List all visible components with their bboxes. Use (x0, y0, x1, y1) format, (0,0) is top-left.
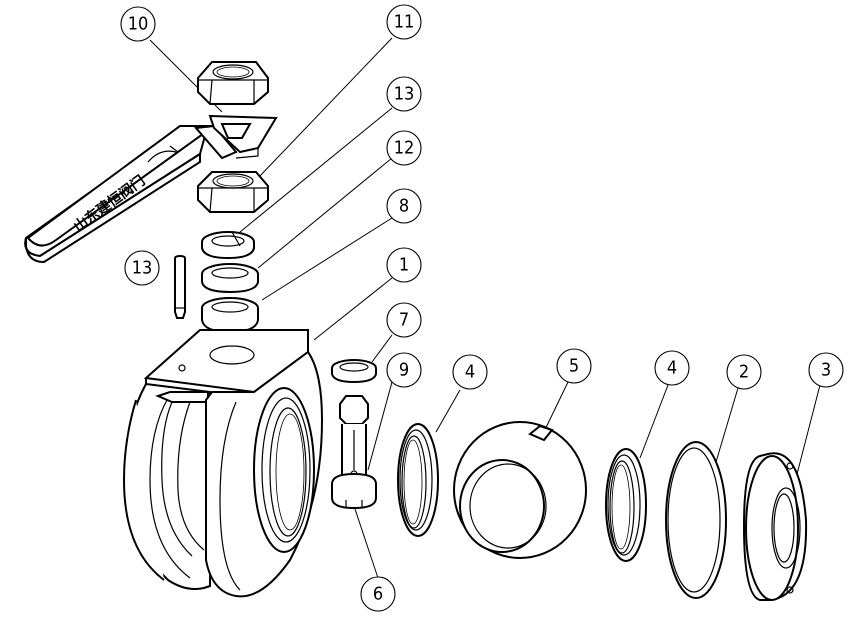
balloon-2: 2 (726, 354, 762, 390)
svg-text:8: 8 (399, 196, 409, 217)
ball-5 (453, 421, 587, 559)
retainer-3 (742, 452, 808, 601)
svg-text:13: 13 (394, 84, 415, 105)
balloon-4-right: 4 (654, 350, 690, 386)
balloon-1: 1 (386, 247, 422, 283)
nut-middle (197, 171, 269, 213)
balloon-12: 12 (386, 130, 422, 166)
seat-ring-left (397, 423, 439, 537)
stop-pin (174, 255, 186, 319)
svg-text:12: 12 (394, 138, 415, 159)
svg-text:6: 6 (373, 584, 383, 605)
packing-ring-8 (201, 297, 259, 334)
balloon-10: 10 (120, 6, 156, 42)
nut-top (197, 61, 269, 105)
balloon-7: 7 (386, 302, 422, 338)
svg-text:4: 4 (667, 358, 677, 379)
svg-text:3: 3 (821, 360, 831, 381)
stem-seal-7 (331, 359, 377, 384)
svg-text:5: 5 (569, 356, 579, 377)
svg-text:2: 2 (739, 362, 749, 383)
balloon-13-washer: 13 (386, 76, 422, 112)
balloon-11: 11 (386, 4, 422, 40)
svg-text:13: 13 (132, 258, 153, 279)
svg-text:11: 11 (394, 12, 415, 33)
lock-washer (201, 231, 255, 260)
svg-text:7: 7 (399, 310, 409, 331)
svg-text:4: 4 (465, 362, 475, 383)
washer-12 (201, 263, 259, 294)
balloon-13-pin: 13 (124, 250, 160, 286)
svg-text:9: 9 (399, 360, 409, 381)
gasket-2 (665, 441, 727, 599)
svg-text:1: 1 (399, 255, 409, 276)
balloon-9: 9 (386, 352, 422, 388)
balloon-6: 6 (360, 576, 396, 612)
valve-stem-9 (331, 395, 377, 510)
balloon-8: 8 (386, 188, 422, 224)
balloon-4-left: 4 (452, 354, 488, 390)
seat-ring-right (605, 448, 647, 562)
svg-text:10: 10 (128, 14, 149, 35)
balloon-5: 5 (556, 348, 592, 384)
valve-body-1 (122, 329, 324, 598)
balloon-3: 3 (808, 352, 844, 388)
handle-part-10: 山东建恒阀门 (24, 114, 278, 264)
